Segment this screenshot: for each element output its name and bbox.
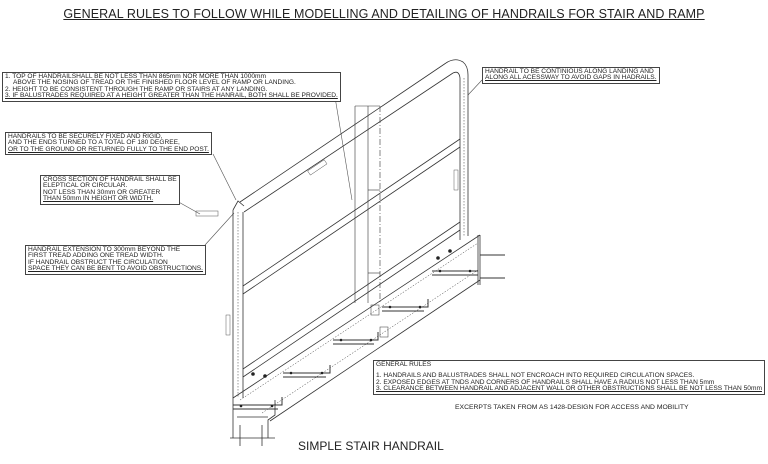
note-line: FIRST TREAD ADDING ONE TREAD WIDTH. [28,252,164,260]
general-rules-heading: GENERAL RULES [376,361,432,368]
excerpt-source: EXCERPTS TAKEN FROM AS 1428-DESIGN FOR A… [455,404,689,411]
note-handrail-extension: HANDRAIL EXTENSION TO 300mm BEYOND THE F… [25,245,207,275]
note-line: SPACE THEY CAN BE BENT TO AVOID OBSTRUCT… [28,265,204,273]
rule-item: 3. CLEARANCE BETWEEN HANDRAIL AND ADJACE… [376,385,762,393]
note-line: THAN 50mm IN HEIGHT OR WIDTH. [43,195,154,203]
note-cross-section: CROSS SECTION OF HANDRAIL SHALL BE ELEPT… [40,175,180,205]
note-line: ABOVE THE NOSING OF TREAD OR THE FINISHE… [13,79,296,87]
right-post [453,75,469,240]
note-line: OR TO THE GROUND OR RETURNED FULLY TO TH… [8,145,209,153]
leader-lines [174,79,483,246]
left-post [225,200,245,400]
mid-rail [242,138,461,378]
general-rules-box: GENERAL RULES 1. HANDRAILS AND BALUSTRAD… [373,360,765,395]
drawing-caption: SIMPLE STAIR HANDRAIL [298,439,444,453]
sheet-title: GENERAL RULES TO FOLLOW WHILE MODELLING … [63,7,705,21]
top-rail [239,59,469,213]
dimension-line [354,105,381,303]
rule-item: 1. HANDRAILS AND BALUSTRADES SHALL NOT E… [376,372,695,380]
note-line: 2. HEIGHT TO BE CONSISTENT THROUGH THE R… [5,85,268,93]
note-line: ELEPTICAL OR CIRCULAR. [43,182,128,190]
note-line: 3. IF BALUSTRADES REQUIRED AT A HEIGHT G… [5,92,338,100]
note-line: IF HANDRAIL OBSTRUCT THE CIRCULATION [28,258,168,266]
note-line: 1. TOP OF HANDRAILSHALL BE NOT LESS THAN… [5,73,267,80]
note-handrail-height: 1. TOP OF HANDRAILSHALL BE NOT LESS THAN… [2,72,341,102]
note-line: HANDRAIL TO BE CONTINIOUS ALONG LANDING … [485,68,654,75]
rule-item: 2. EXPOSED EDGES AT TNDS AND CORNERS OF … [376,378,715,386]
note-continuous-handrail: HANDRAIL TO BE CONTINIOUS ALONG LANDING … [482,67,660,84]
note-line: CROSS SECTION OF HANDRAIL SHALL BE [43,176,177,183]
note-line: ALONG ALL ACESSWAY TO AVOID GAPS IN HADR… [485,74,657,82]
base-plate [230,400,276,446]
bolts [239,249,472,408]
stringer [232,234,481,422]
note-line: AND THE ENDS TURNED TO A TOTAL OF 180 DE… [8,139,180,147]
note-line: NOT LESS THAN 30mm OR GREATER [43,188,161,196]
note-line: HANDRAIL EXTENSION TO 300mm BEYOND THE [28,246,181,253]
note-line: HANDRAILS TO BE SECURELY FIXED AND RIGID… [8,133,163,140]
note-handrail-fixing: HANDRAILS TO BE SECURELY FIXED AND RIGID… [5,132,212,156]
